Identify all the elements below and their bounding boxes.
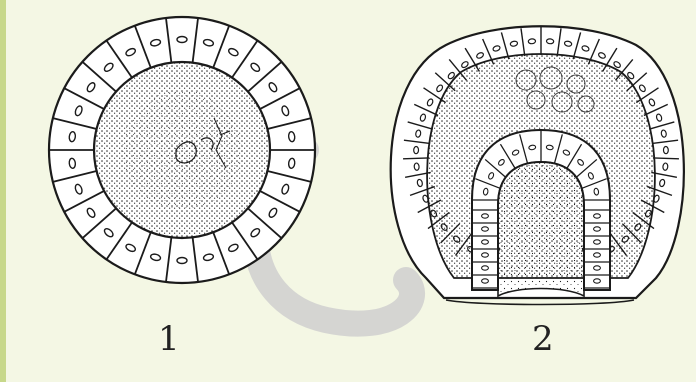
- cell-nucleus: [482, 227, 489, 231]
- cell-nucleus: [663, 146, 668, 153]
- cell-nucleus: [661, 130, 667, 138]
- cell-nucleus: [483, 188, 488, 195]
- cell-nucleus: [594, 214, 601, 218]
- figure-label-1: 1: [158, 322, 180, 356]
- cell-nucleus: [414, 146, 419, 153]
- cell-nucleus: [177, 258, 187, 264]
- cell-nucleus: [594, 253, 601, 257]
- cell-nucleus: [594, 240, 601, 244]
- cell-nucleus: [482, 253, 489, 257]
- cell-nucleus: [482, 240, 489, 244]
- cell-nucleus: [528, 39, 536, 44]
- cell-nucleus: [482, 214, 489, 218]
- cell-nucleus: [594, 188, 599, 195]
- cell-wall: [653, 158, 679, 159]
- cell-nucleus: [288, 131, 295, 142]
- cell-nucleus: [69, 131, 76, 142]
- cell-nucleus: [482, 279, 489, 283]
- cell-wall: [403, 158, 429, 159]
- cell-nucleus: [288, 158, 295, 169]
- cell-nucleus: [594, 227, 601, 231]
- gastrula-figure: [391, 26, 684, 304]
- cell-nucleus: [482, 266, 489, 270]
- figure-label-2: 2: [532, 322, 554, 356]
- blastula-figure: [49, 17, 315, 283]
- cell-nucleus: [177, 37, 187, 43]
- cell-nucleus: [546, 39, 554, 44]
- cell-nucleus: [594, 266, 601, 270]
- cell-nucleus: [546, 145, 553, 150]
- archenteron: [498, 162, 584, 296]
- cell-nucleus: [594, 279, 601, 283]
- cell-nucleus: [414, 163, 420, 171]
- cell-nucleus: [663, 163, 669, 171]
- cell-nucleus: [529, 145, 536, 150]
- cell-nucleus: [69, 158, 76, 169]
- cell-nucleus: [415, 130, 421, 138]
- embryo-diagram: [6, 0, 696, 382]
